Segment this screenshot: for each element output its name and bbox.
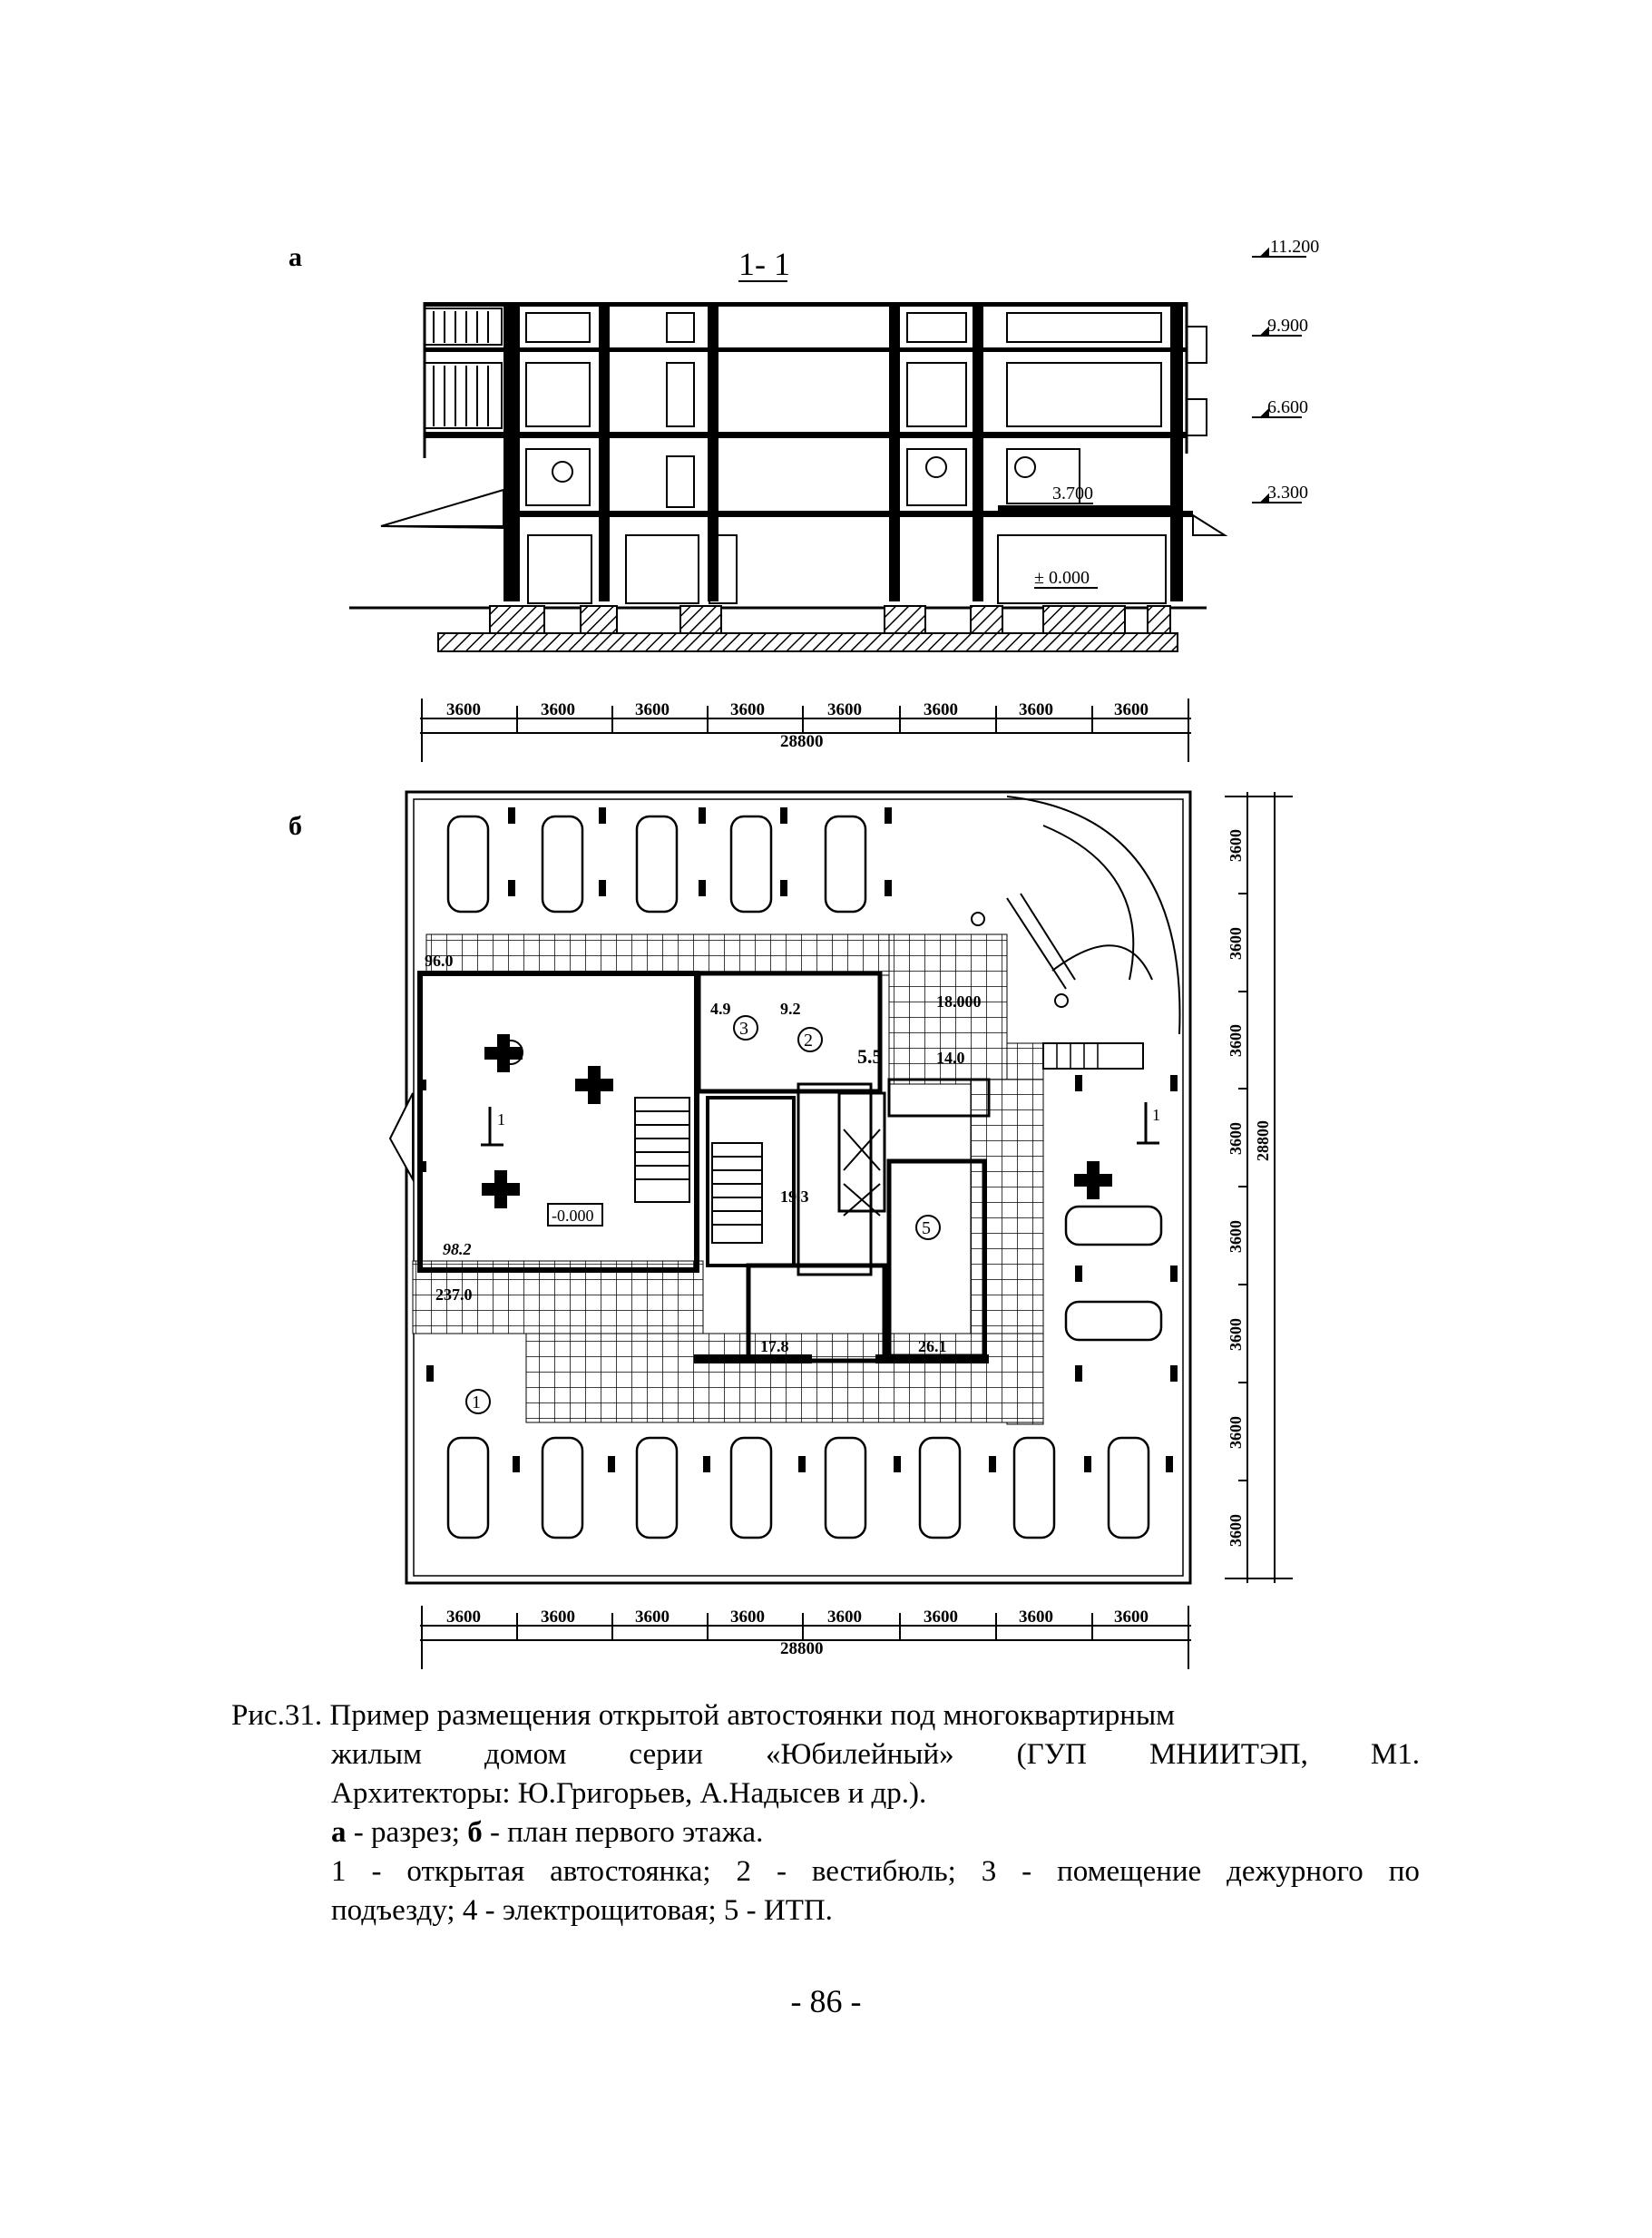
dim-a-3: 3600 — [635, 700, 670, 719]
caption-word: жилым — [331, 1738, 422, 1771]
dim-a-1: 3600 — [446, 700, 481, 719]
elevation-11200: 11.200 — [1270, 237, 1319, 257]
room-number-3: 3 — [739, 1019, 748, 1039]
caption-word: «Юбилейный» — [765, 1738, 954, 1771]
dim-a-total: 28800 — [780, 732, 824, 751]
caption-word: - — [1022, 1855, 1032, 1888]
dim-a-6: 3600 — [924, 700, 958, 719]
caption-word: МНИИТЭП, — [1149, 1738, 1308, 1771]
caption-line-2: жилым домом серии «Юбилейный» (ГУП МНИИТ… — [331, 1735, 1420, 1774]
area-17-8: 17.8 — [760, 1337, 789, 1355]
elevation-6600: 6.600 — [1267, 397, 1308, 417]
caption-line-3: Архитекторы: Ю.Григорьев, А.Надысев и др… — [331, 1777, 927, 1810]
caption-word: вестибюль; — [811, 1855, 956, 1888]
caption-word: (ГУП — [1016, 1738, 1087, 1771]
dim-r-1: 3600 — [1227, 829, 1245, 862]
elevation-9900: 9.900 — [1267, 316, 1308, 336]
dim-r-7: 3600 — [1227, 1416, 1245, 1449]
panel-a-label: а — [288, 242, 302, 272]
area-5-5: 5.5 — [857, 1045, 883, 1068]
elevation-marks — [1034, 247, 1306, 589]
caption-word: - — [371, 1855, 382, 1888]
area-19-3: 19.3 — [780, 1187, 809, 1206]
caption-word: 1 — [331, 1855, 347, 1888]
dim-a-7: 3600 — [1019, 700, 1053, 719]
caption-word: дежурного — [1227, 1855, 1364, 1888]
caption-a-bold: а — [331, 1816, 347, 1849]
dim-b-2: 3600 — [541, 1608, 575, 1627]
elevation-zero: ± 0.000 — [1034, 568, 1090, 588]
caption-word: открытая — [406, 1855, 525, 1888]
caption-b-text: - план первого этажа. — [482, 1816, 764, 1849]
dimension-chain-a — [420, 699, 1191, 762]
area-26-1: 26.1 — [918, 1337, 947, 1355]
dim-a-2: 3600 — [541, 700, 575, 719]
caption-line-5: 1 - открытая автостоянка; 2 - вестибюль;… — [331, 1852, 1420, 1891]
area-98-2: 98.2 — [443, 1240, 472, 1258]
dim-b-6: 3600 — [924, 1608, 958, 1627]
page-number: - 86 - — [790, 1983, 862, 2019]
cut-mark-left: 1 — [497, 1110, 505, 1129]
room-number-2: 2 — [804, 1031, 813, 1051]
room-number-1: 1 — [472, 1393, 481, 1412]
dim-b-7: 3600 — [1019, 1608, 1053, 1627]
dimension-chain-b-right — [1225, 792, 1293, 1583]
elevation-3700: 3.700 — [1052, 484, 1093, 503]
dim-b-8: 3600 — [1114, 1608, 1149, 1627]
area-9-2: 9.2 — [780, 1000, 801, 1018]
dim-b-5: 3600 — [827, 1608, 862, 1627]
dim-b-3: 3600 — [635, 1608, 670, 1627]
caption-word: серии — [629, 1738, 703, 1771]
caption-word: по — [1388, 1855, 1420, 1888]
level-mark-zero: -0.000 — [552, 1207, 594, 1225]
caption-word: М1. — [1370, 1738, 1420, 1771]
area-4-9: 4.9 — [710, 1000, 731, 1018]
caption-word: помещение — [1057, 1855, 1202, 1888]
room-number-markers — [465, 1015, 941, 1414]
dim-a-5: 3600 — [827, 700, 862, 719]
area-237: 237.0 — [435, 1285, 473, 1304]
architectural-figure: а 1- 1 — [288, 237, 1319, 1669]
floor-plan — [388, 790, 1192, 1585]
dim-r-2: 3600 — [1227, 927, 1245, 960]
elevation-3300: 3.300 — [1267, 483, 1308, 503]
dim-r-8: 3600 — [1227, 1514, 1245, 1547]
area-96: 96.0 — [425, 952, 454, 970]
section-cut-marks — [481, 1102, 1159, 1147]
dim-a-8: 3600 — [1114, 700, 1149, 719]
section-drawing — [349, 302, 1228, 652]
caption-word: 3 — [981, 1855, 997, 1888]
dimension-chain-b-bottom — [420, 1606, 1191, 1669]
room-number-4: 4 — [504, 1043, 513, 1063]
dim-right-labels: 3600 3600 3600 3600 3600 3600 3600 3600 … — [1227, 829, 1272, 1547]
figure-caption: Рис.31. Пример размещения открытой автос… — [231, 1696, 1420, 1930]
dim-r-5: 3600 — [1227, 1220, 1245, 1253]
caption-word: автостоянка; — [550, 1855, 711, 1888]
caption-word: домом — [484, 1738, 567, 1771]
caption-b-bold: б — [467, 1816, 483, 1849]
panel-b-label: б — [288, 811, 302, 841]
level-mark-box — [547, 1203, 603, 1227]
dim-r-6: 3600 — [1227, 1318, 1245, 1351]
dim-r-total: 28800 — [1254, 1120, 1272, 1161]
caption-word: 2 — [736, 1855, 752, 1888]
caption-line-4: а - разрез; б - план первого этажа. — [331, 1813, 1420, 1852]
room-number-5: 5 — [922, 1218, 931, 1238]
dim-a-4: 3600 — [730, 700, 765, 719]
dim-r-3: 3600 — [1227, 1024, 1245, 1057]
caption-line-1: Рис.31. Пример размещения открытой автос… — [231, 1699, 1176, 1732]
dim-b-1: 3600 — [446, 1608, 481, 1627]
area-18: 18.000 — [936, 992, 982, 1011]
dim-r-4: 3600 — [1227, 1122, 1245, 1155]
dim-b-4: 3600 — [730, 1608, 765, 1627]
dim-b-total: 28800 — [780, 1639, 824, 1658]
cut-mark-right: 1 — [1152, 1106, 1160, 1124]
section-title: 1- 1 — [738, 246, 790, 282]
area-14: 14.0 — [936, 1049, 965, 1067]
caption-a-text: - разрез; — [346, 1816, 468, 1849]
caption-line-6: подъезду; 4 - электрощитовая; 5 - ИТП. — [331, 1894, 833, 1927]
caption-word: - — [776, 1855, 787, 1888]
